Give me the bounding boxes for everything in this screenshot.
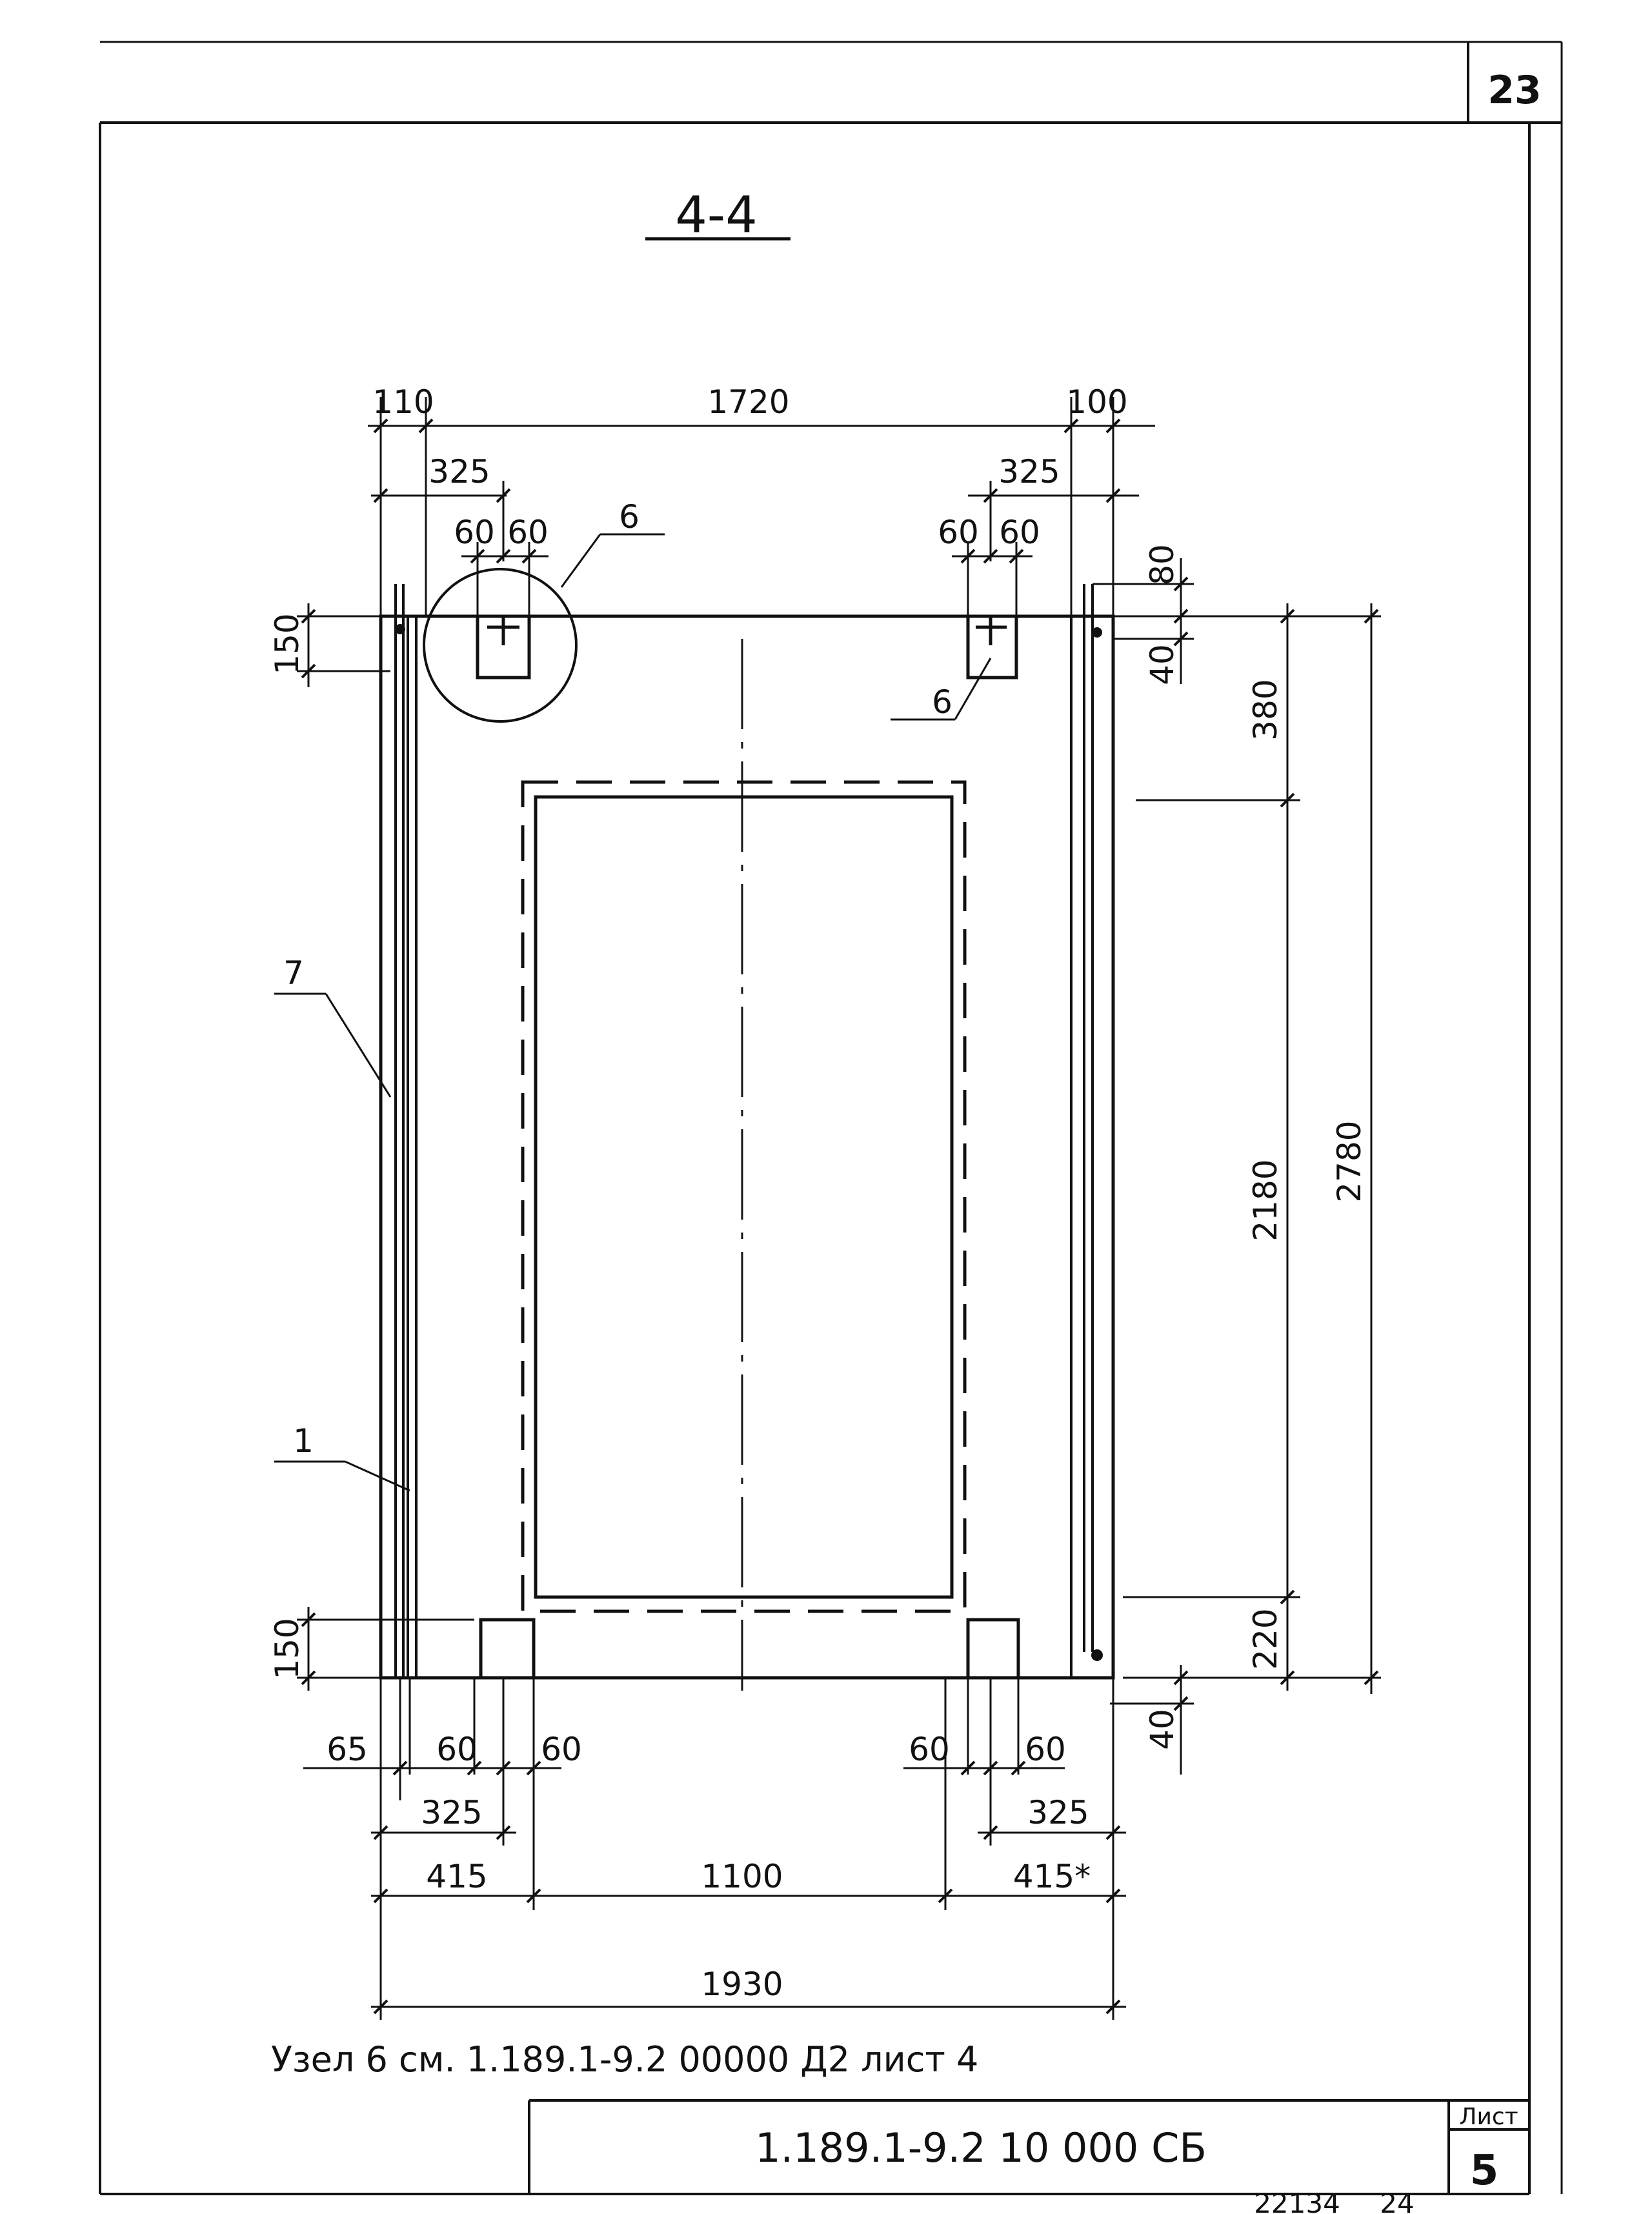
sheet-frame (99, 41, 1563, 2195)
window-opening (534, 795, 954, 1599)
callout-7-label: 7 (283, 954, 304, 992)
dim-top-1720: 1720 (707, 383, 789, 421)
dim-bot-60-a: 60 (436, 1731, 478, 1768)
left-dimension-ticks (301, 609, 316, 1686)
dim-right-80: 80 (1143, 544, 1181, 585)
top-dimension-lines (368, 397, 1155, 616)
dim-bot-325-right: 325 (1027, 1794, 1089, 1831)
top-dimension-ticks (373, 418, 1121, 564)
callout-1-label: 1 (293, 1422, 314, 1460)
drawing-code: 1.189.1-9.2 10 000 СБ (755, 2124, 1207, 2171)
dim-right-40-top: 40 (1143, 644, 1181, 685)
dim-top-60-d: 60 (999, 514, 1040, 551)
bottom-dimension-ticks (373, 1760, 1121, 2015)
right-dimension-ticks (1173, 576, 1379, 1711)
archive-page: 24 (1380, 2188, 1414, 2214)
dim-top-325-right: 325 (998, 453, 1060, 490)
panel-outline (379, 614, 1115, 1680)
list-number: 5 (1470, 2147, 1499, 2195)
window-dashed-contour (521, 780, 967, 1613)
bottom-plate-left (479, 1618, 536, 1680)
dim-bot-60-d: 60 (1025, 1731, 1066, 1768)
right-rod-end-bottom (1091, 1649, 1103, 1661)
left-rod-end (395, 624, 405, 634)
callout-1-leader (274, 1460, 410, 1492)
title-block (528, 2099, 1529, 2194)
bottom-dimension-lines (303, 1678, 1126, 2020)
callout-7-leader (274, 992, 392, 1098)
left-dimension-lines (297, 603, 390, 1691)
section-title: 4-4 (675, 186, 757, 245)
top-plate-left (476, 614, 531, 679)
right-rods (1070, 584, 1094, 1678)
dim-left-150-bottom: 150 (268, 1618, 306, 1679)
dim-bot-415-right: 415* (1013, 1858, 1091, 1895)
dim-right-380: 380 (1247, 679, 1284, 740)
callout-node-6-label: 6 (619, 498, 640, 536)
dim-bot-65: 65 (327, 1731, 368, 1768)
dim-top-60-a: 60 (454, 514, 495, 551)
dim-bot-60-b: 60 (541, 1731, 582, 1768)
node-reference-note: Узел 6 см. 1.189.1-9.2 00000 Д2 лист 4 (271, 2039, 978, 2080)
dim-right-220: 220 (1247, 1608, 1284, 1669)
dim-left-150-top: 150 (268, 613, 306, 674)
bottom-plate-right (966, 1618, 1020, 1680)
node-6-circle (423, 568, 578, 723)
callout-6-right-label: 6 (932, 683, 952, 721)
dim-top-110: 110 (372, 383, 434, 421)
dim-top-60-c: 60 (938, 514, 979, 551)
dim-bot-325-left: 325 (421, 1794, 482, 1831)
dim-top-100: 100 (1066, 383, 1127, 421)
page-number: 23 (1487, 68, 1542, 113)
list-label: Лист (1459, 2104, 1518, 2130)
top-plate-right (966, 614, 1018, 679)
archive-number: 22134 (1254, 2188, 1340, 2214)
dim-bot-60-c: 60 (909, 1731, 950, 1768)
dim-right-2180: 2180 (1247, 1159, 1284, 1241)
dim-top-325-left: 325 (428, 453, 490, 490)
dim-right-2780: 2780 (1331, 1120, 1368, 1202)
dim-bot-1100: 1100 (701, 1858, 783, 1895)
left-rods (394, 584, 418, 1678)
callout-6-right-leader (891, 658, 992, 721)
dim-bot-1930: 1930 (701, 1966, 783, 2003)
right-dimension-lines (1093, 558, 1381, 1775)
callout-node-6-leader (560, 533, 665, 588)
dim-bot-415-left: 415 (426, 1858, 487, 1895)
right-rod-end-top (1092, 627, 1102, 638)
dim-right-40-bottom: 40 (1143, 1709, 1181, 1750)
dim-top-60-b: 60 (507, 514, 549, 551)
